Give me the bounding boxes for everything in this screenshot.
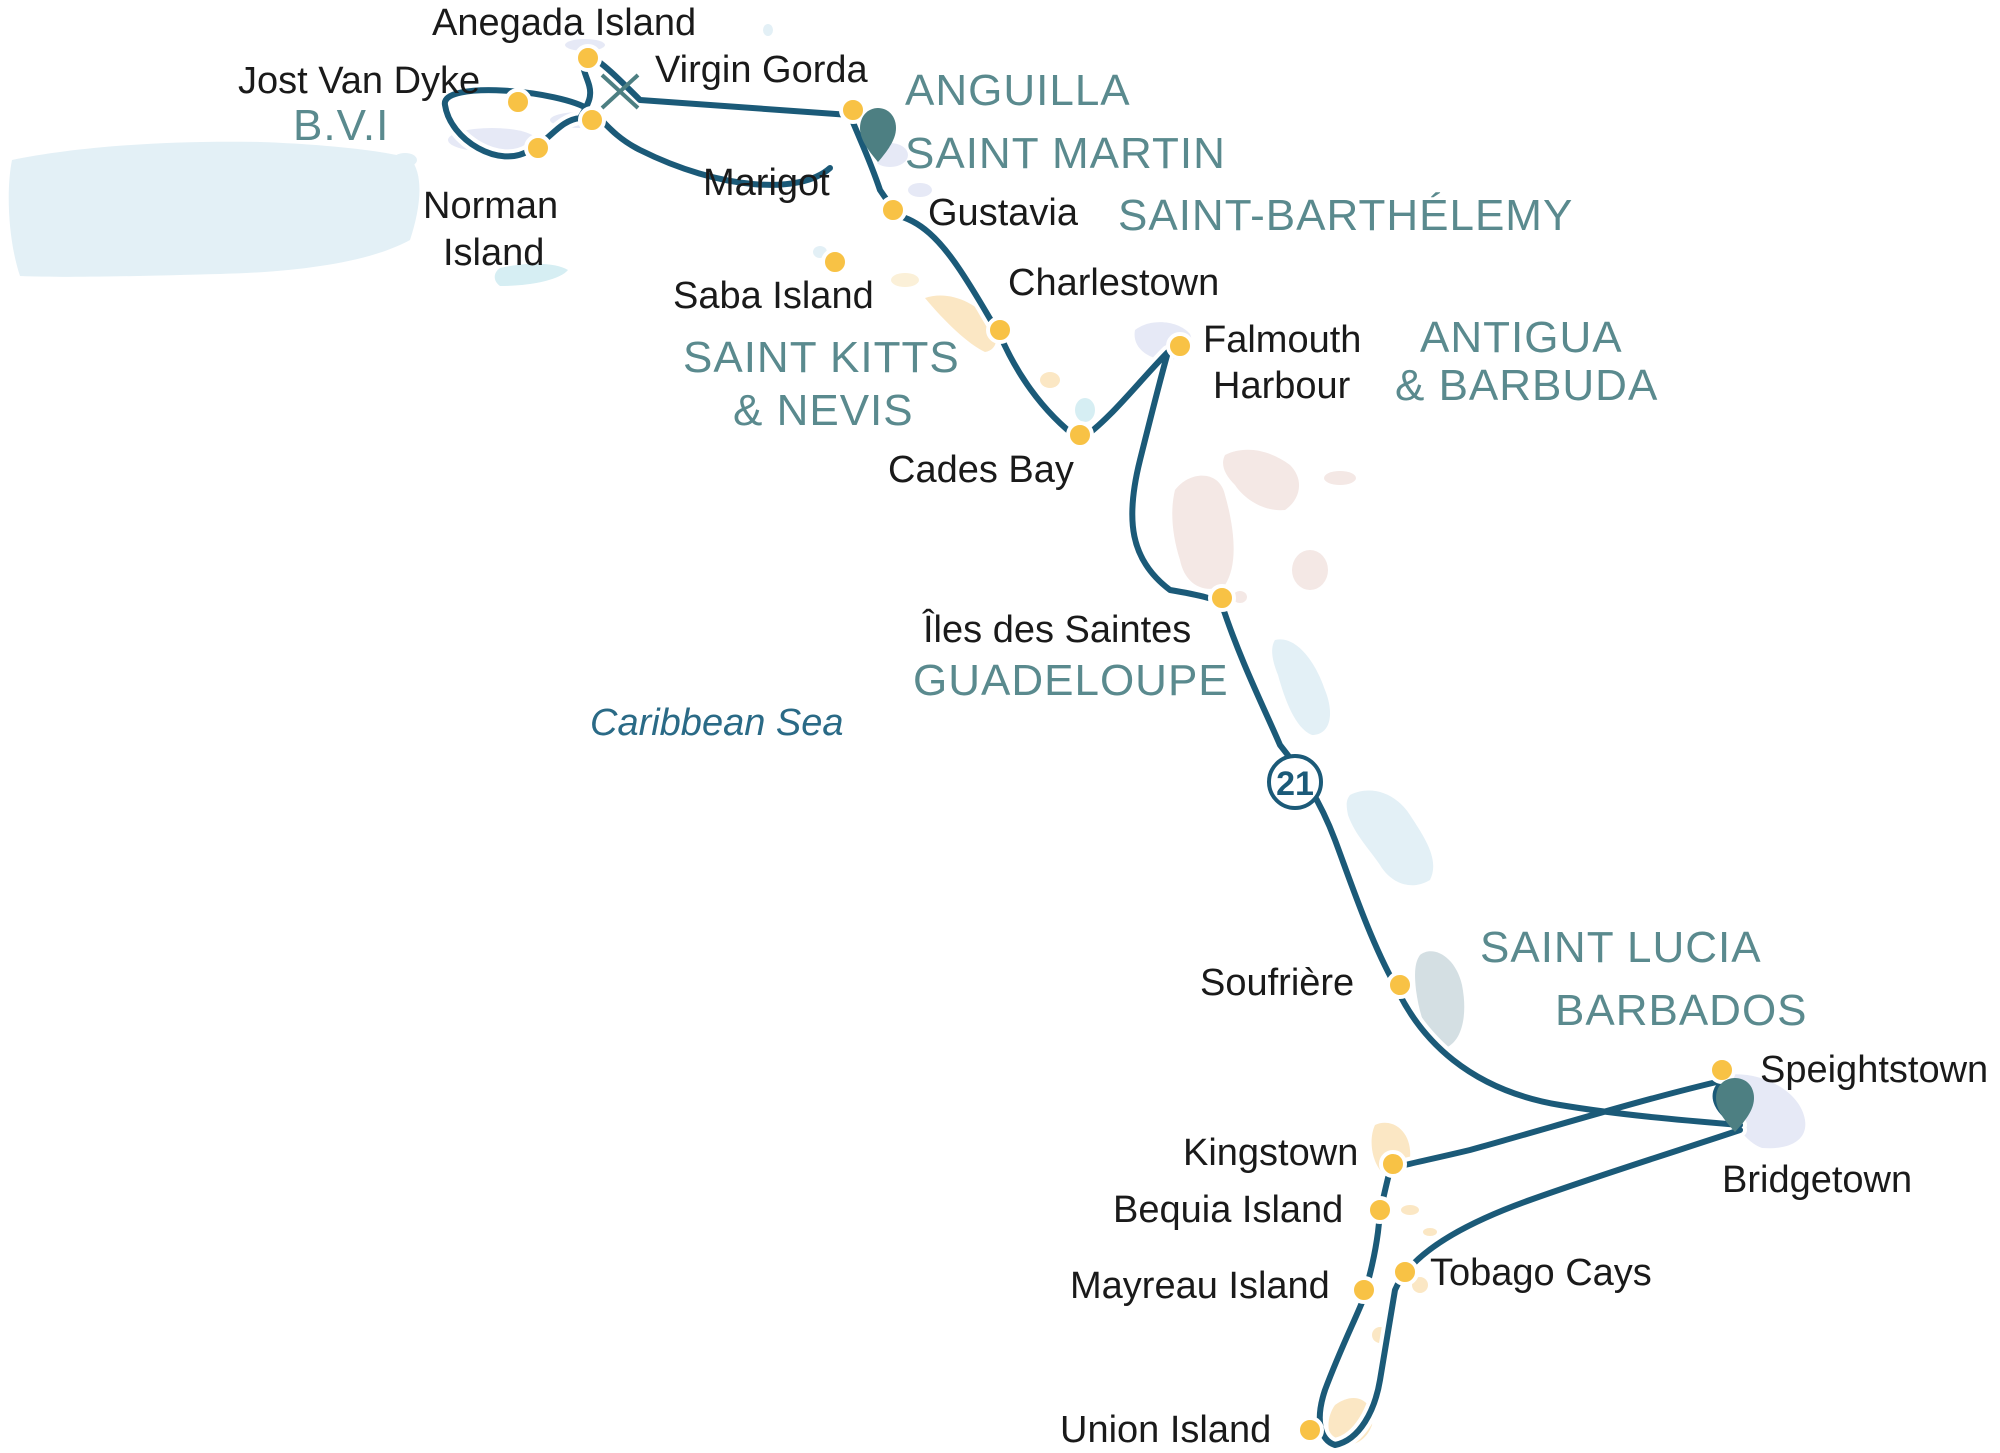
- port-label-jost-van-dyke: Jost Van Dyke: [238, 60, 480, 102]
- country-label-antigua-1: ANTIGUA: [1420, 313, 1623, 362]
- port-label-virgin-gorda: Virgin Gorda: [655, 49, 869, 91]
- port-dot-anegada[interactable]: [574, 44, 602, 72]
- country-labels: B.V.I ANGUILLA SAINT MARTIN SAINT-BARTHÉ…: [293, 66, 1808, 1035]
- port-dot-soufriere[interactable]: [1386, 971, 1414, 999]
- port-dot-bequia[interactable]: [1366, 1196, 1394, 1224]
- port-dot-tobago-cays[interactable]: [1391, 1258, 1419, 1286]
- country-label-saint-kitts-1: SAINT KITTS: [683, 333, 960, 382]
- country-label-barbados: BARBADOS: [1555, 986, 1808, 1035]
- saint-lucia-island-shape: [1415, 951, 1465, 1048]
- country-label-anguilla: ANGUILLA: [905, 66, 1131, 115]
- mustique-islet-shape: [1423, 1228, 1437, 1236]
- country-label-antigua-2: & BARBUDA: [1395, 361, 1658, 410]
- country-label-guadeloupe: GUADELOUPE: [913, 656, 1229, 705]
- guadeloupe-grande-terre: [1223, 449, 1300, 511]
- montserrat-island-shape: [1075, 398, 1095, 422]
- route-days-text: 21: [1276, 765, 1314, 803]
- country-label-saint-lucia: SAINT LUCIA: [1480, 923, 1762, 972]
- port-dot-iles-des-saintes[interactable]: [1208, 584, 1236, 612]
- port-dot-mayreau[interactable]: [1350, 1276, 1378, 1304]
- port-label-marigot: Marigot: [703, 162, 830, 204]
- port-label-kingstown: Kingstown: [1183, 1132, 1358, 1174]
- saint-barth-island-shape: [908, 183, 932, 197]
- port-dot-norman-island[interactable]: [524, 134, 552, 162]
- port-label-norman-1: Norman: [423, 185, 558, 227]
- port-label-union-island: Union Island: [1060, 1409, 1271, 1451]
- dominica-island-shape: [1272, 639, 1331, 735]
- country-label-saint-kitts-2: & NEVIS: [733, 386, 914, 435]
- route-duration-badge: 21: [1267, 754, 1323, 810]
- country-label-saint-barthelemy: SAINT-BARTHÉLEMY: [1118, 191, 1573, 240]
- port-label-falmouth-2: Harbour: [1213, 365, 1351, 407]
- port-dot-marigot[interactable]: [839, 96, 867, 124]
- martinique-island-shape: [1346, 790, 1434, 886]
- port-label-saba: Saba Island: [673, 275, 874, 317]
- culebra-island: [393, 153, 417, 167]
- port-dot-speightstown[interactable]: [1708, 1056, 1736, 1084]
- port-labels: Anegada Island Virgin Gorda Jost Van Dyk…: [238, 2, 1988, 1451]
- desirade-shape: [1324, 471, 1356, 485]
- sombrero-islet: [763, 24, 773, 36]
- end-location-pin-icon[interactable]: [1716, 1078, 1754, 1132]
- port-label-charlestown: Charlestown: [1008, 262, 1219, 304]
- port-dot-virgin-gorda[interactable]: [578, 106, 606, 134]
- port-label-bequia: Bequia Island: [1113, 1189, 1343, 1231]
- port-dot-charlestown[interactable]: [986, 316, 1014, 344]
- port-dot-union-island[interactable]: [1296, 1416, 1324, 1444]
- port-label-anegada: Anegada Island: [432, 2, 696, 44]
- port-label-bridgetown: Bridgetown: [1722, 1159, 1912, 1201]
- port-dots: [504, 44, 1736, 1444]
- route-cross-mark: [600, 73, 640, 110]
- port-label-falmouth-1: Falmouth: [1203, 319, 1361, 361]
- port-dot-falmouth[interactable]: [1166, 332, 1194, 360]
- start-location-pin-icon[interactable]: [860, 108, 896, 162]
- port-label-mayreau: Mayreau Island: [1070, 1265, 1330, 1307]
- port-dot-saba[interactable]: [821, 248, 849, 276]
- port-label-soufriere: Soufrière: [1200, 962, 1354, 1004]
- vieques-island: [494, 263, 568, 286]
- country-label-saint-martin: SAINT MARTIN: [905, 129, 1226, 178]
- port-label-tobago-cays: Tobago Cays: [1430, 1252, 1652, 1294]
- port-label-norman-2: Island: [443, 232, 544, 274]
- port-dot-cades-bay[interactable]: [1066, 421, 1094, 449]
- port-label-speightstown: Speightstown: [1760, 1049, 1988, 1091]
- port-label-gustavia: Gustavia: [928, 192, 1079, 234]
- guadeloupe-basse-terre: [1172, 475, 1234, 589]
- puerto-rico-island: [8, 141, 420, 277]
- marie-galante-shape: [1292, 550, 1328, 590]
- country-label-bvi: B.V.I: [293, 101, 389, 150]
- port-label-cades-bay: Cades Bay: [888, 449, 1074, 491]
- bequia-islet-shape: [1401, 1205, 1419, 1215]
- port-dot-kingstown[interactable]: [1379, 1150, 1407, 1178]
- sea-label: Caribbean Sea: [590, 702, 844, 744]
- les-saintes-shape: [1233, 591, 1247, 603]
- port-dot-jost-van-dyke[interactable]: [504, 88, 532, 116]
- nevis-island-shape: [1040, 372, 1060, 388]
- statia-island-shape: [891, 273, 919, 287]
- port-dot-gustavia[interactable]: [879, 196, 907, 224]
- canouan-islet-shape: [1412, 1277, 1428, 1293]
- port-label-iles-des-saintes: Îles des Saintes: [922, 608, 1191, 651]
